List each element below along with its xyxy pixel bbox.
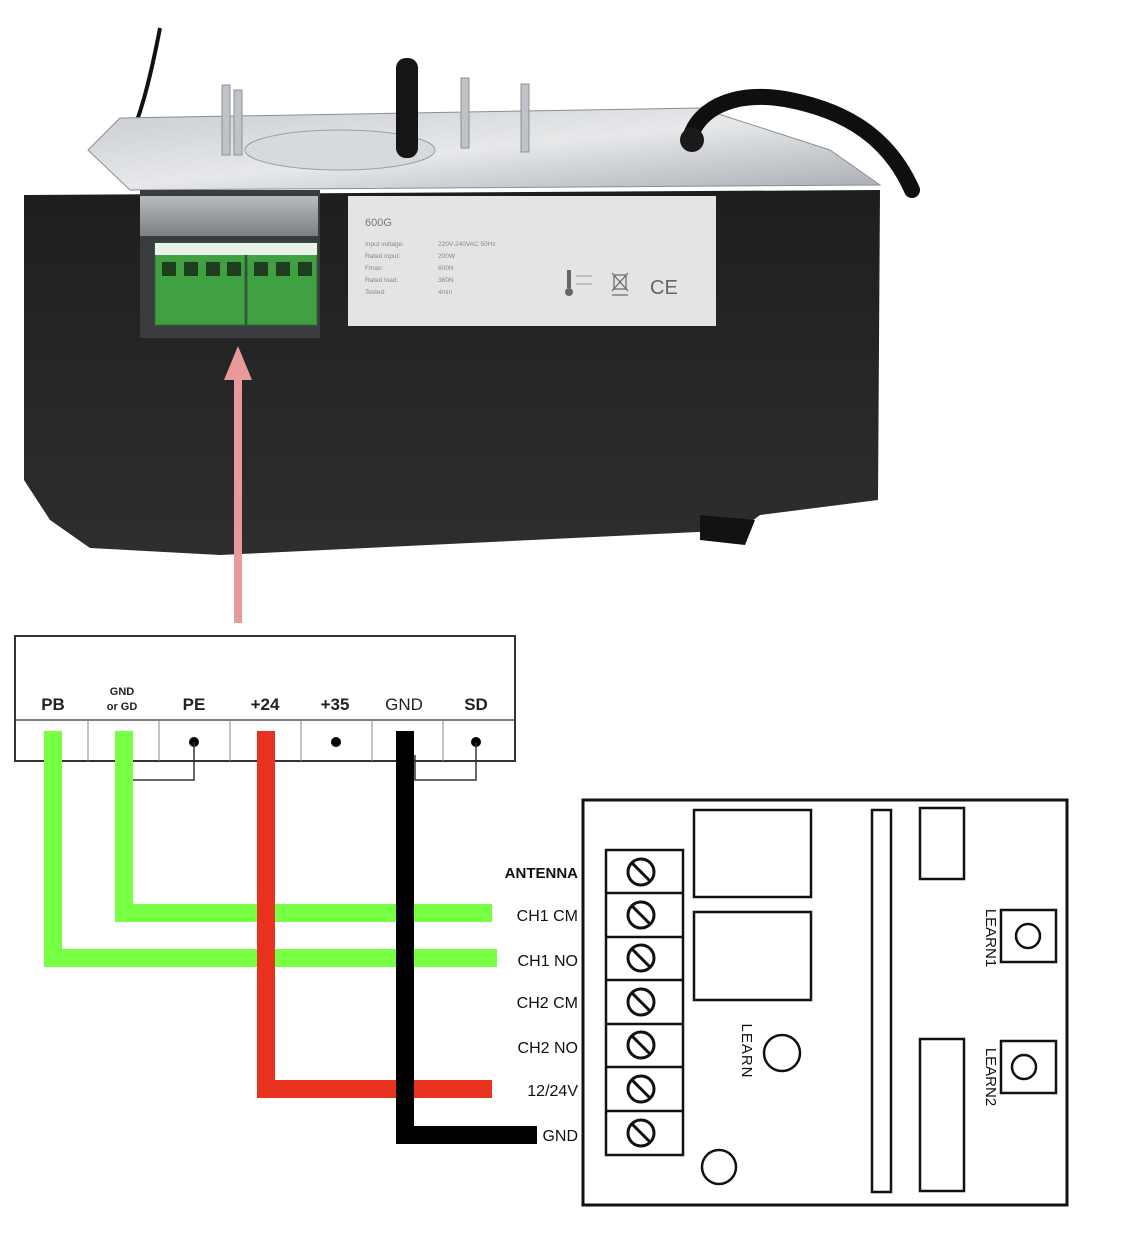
label-spec-key: Rated load: bbox=[365, 277, 398, 284]
receiver-label-ch1-cm: CH1 CM bbox=[517, 908, 578, 925]
label-spec-key: Tested: bbox=[365, 289, 386, 296]
terminal-block-green bbox=[154, 242, 318, 326]
terminal-label-24: +24 bbox=[251, 695, 280, 714]
terminal-label-35: +35 bbox=[321, 695, 350, 714]
receiver-label-12-24v: 12/24V bbox=[527, 1083, 578, 1100]
pointer-arrow bbox=[224, 346, 252, 623]
wire-ch1-no bbox=[44, 731, 497, 967]
ce-mark: CE bbox=[650, 277, 678, 299]
label-spec-value: 4min bbox=[438, 289, 452, 296]
learn1-label: LEARN1 bbox=[982, 909, 999, 967]
receiver-label-gnd: GND bbox=[542, 1128, 578, 1145]
label-spec-key: Rated input: bbox=[365, 253, 400, 260]
receiver-label-ch2-cm: CH2 CM bbox=[517, 995, 578, 1012]
terminal-label-gnd: GND bbox=[385, 695, 423, 714]
label-spec-key: Input voltage: bbox=[365, 241, 404, 248]
weee-bin-icon bbox=[611, 272, 629, 296]
bolt bbox=[460, 77, 470, 149]
wire-gnd bbox=[396, 731, 537, 1144]
bolt bbox=[221, 84, 231, 156]
terminal-label-gnd-gd-line2: or GD bbox=[107, 701, 138, 713]
relay-1 bbox=[692, 808, 813, 899]
antenna-knob bbox=[396, 58, 418, 158]
antenna-strip bbox=[870, 808, 893, 1194]
screw-icon bbox=[626, 987, 656, 1017]
wire-12-24v bbox=[257, 731, 492, 1098]
learn2-button-cap bbox=[1010, 1053, 1038, 1081]
terminal-label-gnd-gd: GND bbox=[110, 686, 135, 698]
component-crystal bbox=[918, 1037, 966, 1193]
screw-heads bbox=[626, 857, 656, 1148]
learn-label: LEARN bbox=[738, 1023, 755, 1078]
thermometer-icon bbox=[565, 270, 592, 296]
receiver-label-ch1-no: CH1 NO bbox=[518, 953, 578, 970]
housing-foot bbox=[700, 515, 755, 545]
center-hub bbox=[244, 129, 436, 171]
screw-icon bbox=[626, 857, 656, 887]
receiver-board: ANTENNA CH1 CM CH1 NO CH2 CM CH2 NO 12/2… bbox=[505, 798, 1069, 1207]
screw-icon bbox=[626, 1118, 656, 1148]
receiver-label-ch2-no: CH2 NO bbox=[518, 1040, 578, 1057]
mounting-hole bbox=[700, 1148, 738, 1186]
learn-button bbox=[762, 1033, 802, 1073]
label-spec-key: Fmax: bbox=[365, 265, 383, 272]
label-spec-value: 200W bbox=[438, 253, 456, 260]
bolt bbox=[520, 83, 530, 153]
terminal-dot-35 bbox=[331, 737, 341, 747]
label-model: 600G bbox=[365, 217, 392, 229]
label-spec-value: 220V-240VAC 50Hz bbox=[438, 241, 496, 248]
relay-2 bbox=[692, 910, 813, 1002]
terminal-label-pe: PE bbox=[183, 695, 206, 714]
din-rail bbox=[140, 196, 318, 236]
label-spec-value: 360N bbox=[438, 277, 454, 284]
jumper-gnd-sd bbox=[414, 742, 477, 781]
component-chip bbox=[918, 806, 966, 881]
screw-icon bbox=[626, 943, 656, 973]
wires bbox=[44, 731, 537, 1144]
rating-label: 600G Input voltage: 220V-240VAC 50Hz Rat… bbox=[348, 196, 716, 326]
receiver-label-antenna: ANTENNA bbox=[505, 865, 578, 882]
learn1-button-cap bbox=[1014, 922, 1042, 950]
metal-top-plate bbox=[87, 107, 882, 191]
screw-icon bbox=[626, 900, 656, 930]
power-cable bbox=[682, 89, 920, 198]
label-spec-rows: Input voltage: 220V-240VAC 50Hz Rated in… bbox=[365, 241, 496, 296]
bolt bbox=[233, 89, 243, 156]
screw-icon bbox=[626, 1030, 656, 1060]
terminal-label-pb: PB bbox=[41, 695, 65, 714]
cable-gland bbox=[680, 128, 704, 152]
label-spec-value: 600N bbox=[438, 265, 454, 272]
terminal-label-sd: SD bbox=[464, 695, 488, 714]
motor-unit: 600G Input voltage: 220V-240VAC 50Hz Rat… bbox=[24, 27, 920, 555]
learn2-label: LEARN2 bbox=[982, 1048, 999, 1106]
wire-ch1-cm bbox=[115, 731, 492, 922]
screw-icon bbox=[626, 1074, 656, 1104]
